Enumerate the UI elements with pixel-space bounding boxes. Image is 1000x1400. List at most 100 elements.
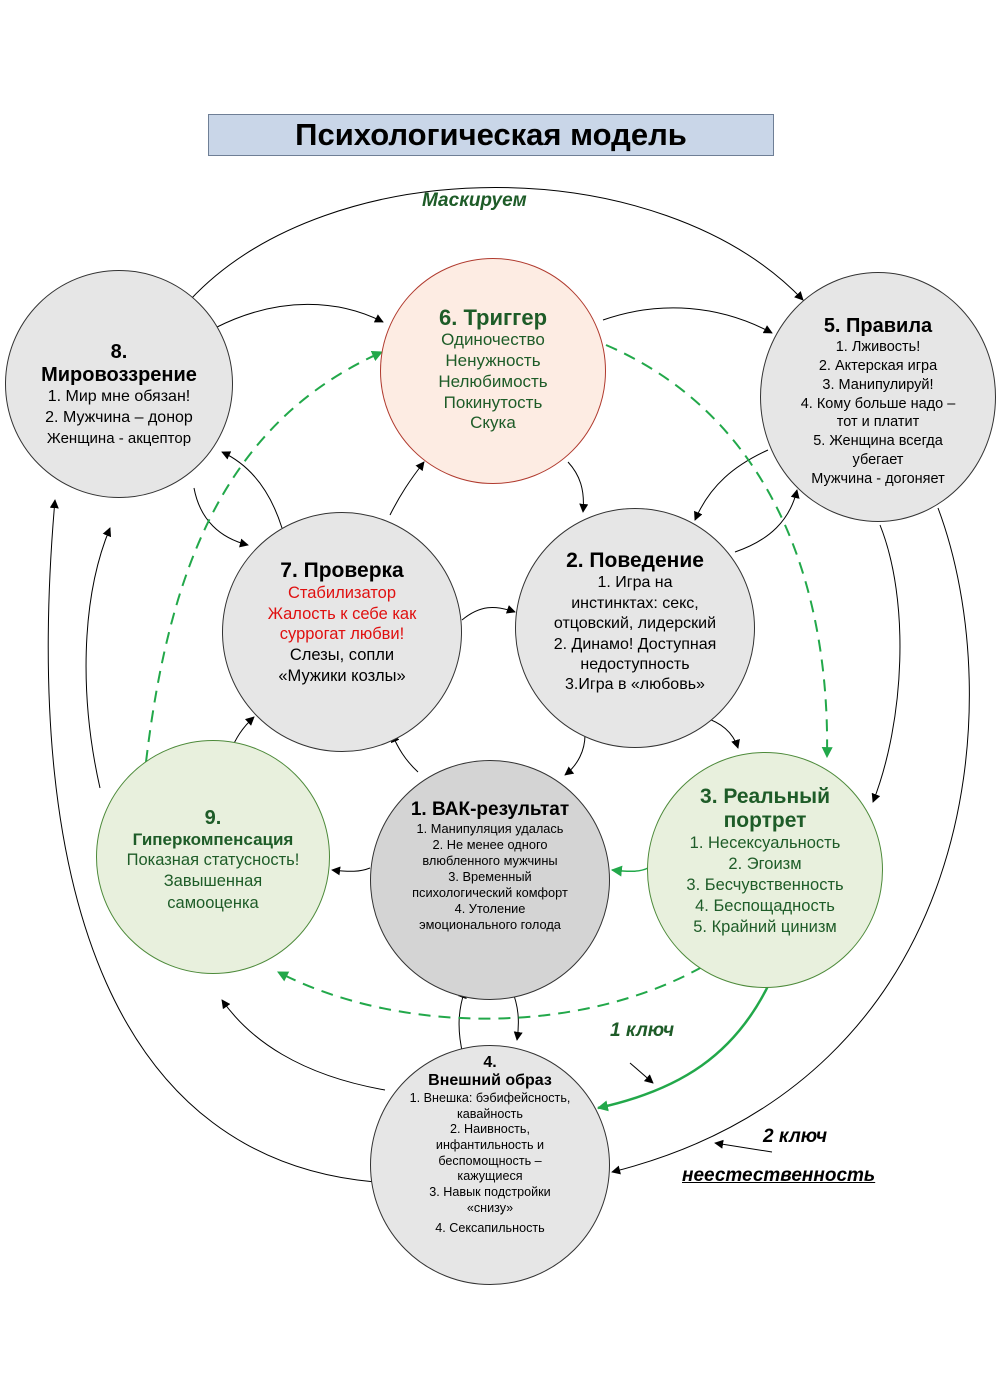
node-external-line: 2. Наивность, <box>450 1122 530 1137</box>
node-rules-line: 1. Лживость! <box>835 339 921 355</box>
node-rules-line: 5. Женщина всегда <box>813 433 943 450</box>
arrow-5-to-4 <box>611 507 970 1175</box>
node-trigger-title: 6. Триггер <box>438 305 548 330</box>
node-behavior-line: отцовский, лидерский <box>553 615 717 633</box>
arrow-7-to-2 <box>461 605 516 621</box>
node-real-portrait: 3. Реальный портрет 1. Несексуальность 2… <box>647 752 883 988</box>
arrow-5-to-3 <box>871 524 901 803</box>
node-vak-line: 4. Утоление <box>454 900 526 916</box>
node-vak-title: 1. ВАК-результат <box>410 799 570 820</box>
node-behavior-line: 3.Игра в «любовь» <box>565 676 705 694</box>
node-behavior-line: инстинктах: секс, <box>571 594 699 612</box>
node-hyper-line: Показная статусность! <box>126 850 300 869</box>
node-rules-line: 4. Кому больше надо – <box>800 395 956 412</box>
arrow-key1 <box>629 1062 654 1084</box>
node-hypercompensation: 9. Гиперкомпенсация Показная статусность… <box>96 740 330 974</box>
node-check-red-line: Стабилизатор <box>287 584 397 603</box>
arrow-1-to-7 <box>391 733 419 773</box>
node-portrait-line: 4. Беспощадность <box>695 897 835 916</box>
node-external-line: кажущиеся <box>457 1169 523 1184</box>
node-portrait-line: 1. Несексуальность <box>689 834 841 853</box>
node-rules-line: 2. Актерская игра <box>818 357 938 374</box>
node-vak-line: эмоционального голода <box>419 916 561 932</box>
arrow-6-to-2 <box>567 461 589 513</box>
node-vak-line: 1. Манипуляция удалась <box>416 820 564 836</box>
node-worldview-line: Женщина - акцептор <box>46 429 192 447</box>
node-check-red-line: суррогат любви! <box>279 625 405 644</box>
node-external-number: 4. <box>483 1054 497 1071</box>
node-portrait-line: 3. Бесчувственность <box>686 876 844 895</box>
label-mask: Маскируем <box>422 190 527 211</box>
green-dashed-6-to-3 <box>605 344 833 759</box>
node-hyper-number: 9. <box>204 807 222 829</box>
label-key1: 1 ключ <box>610 1020 675 1041</box>
node-behavior: 2. Поведение 1. Игра на инстинктах: секс… <box>515 508 755 748</box>
node-vak-line: 2. Не менее одного <box>432 836 548 852</box>
arrow-key2 <box>714 1139 773 1153</box>
arrow-4-to-1 <box>458 989 467 1056</box>
node-external-line: 1. Внешка: бэбифейсность, <box>409 1090 571 1105</box>
node-external-line: 4. Сексапильность <box>435 1220 545 1235</box>
node-trigger-line: Одиночество <box>441 330 545 350</box>
node-rules-title: 5. Правила <box>823 315 933 337</box>
node-external-line: «снизу» <box>466 1200 514 1215</box>
node-behavior-title: 2. Поведение <box>566 549 704 572</box>
arrow-6-to-5 <box>602 307 773 334</box>
node-trigger-line: Покинутость <box>443 392 543 412</box>
node-external-line: беспомощность – <box>438 1153 542 1168</box>
arrow-4-to-9 <box>221 999 386 1091</box>
node-worldview-title: Мировоззрение <box>41 364 197 386</box>
node-portrait-title2: портрет <box>723 809 807 833</box>
green-dashed-9-to-6 <box>145 351 384 763</box>
arrow-2-to-3 <box>704 717 740 749</box>
node-worldview-line: 1. Мир мне обязан! <box>47 388 191 405</box>
node-external-title: Внешний образ <box>428 1072 552 1090</box>
node-check-title: 7. Проверка <box>280 559 404 582</box>
node-portrait-line: 5. Крайний цинизм <box>693 918 837 937</box>
arrow-1-to-9 <box>331 866 371 876</box>
node-external-line: инфантильность и <box>435 1137 545 1152</box>
node-trigger: 6. Триггер Одиночество Ненужность Нелюби… <box>380 258 606 484</box>
node-trigger-line: Нелюбимость <box>438 371 548 391</box>
node-hyper-line: самооценка <box>167 894 259 913</box>
node-check-line: «Мужики козлы» <box>278 666 406 685</box>
node-rules-line: тот и платит <box>836 414 920 431</box>
node-rules-line: Мужчина - догоняет <box>811 470 945 487</box>
node-hyper-line: Завышенная <box>163 872 263 891</box>
node-check: 7. Проверка Стабилизатор Жалость к себе … <box>222 512 462 752</box>
arrow-2-to-1 <box>564 734 586 776</box>
arrow-5-to-2 <box>694 449 769 521</box>
node-trigger-line: Ненужность <box>445 351 541 371</box>
node-behavior-line: недоступность <box>580 656 690 674</box>
label-unnatural: неестественность <box>682 1165 876 1186</box>
arrow-8-to-6 <box>214 303 384 329</box>
node-rules: 5. Правила 1. Лживость! 2. Актерская игр… <box>760 272 996 522</box>
node-vak-line: влюбленного мужчины <box>422 852 558 868</box>
arrow-8-to-5 <box>189 187 804 301</box>
node-external-line: кавайность <box>457 1106 523 1121</box>
node-portrait-title1: 3. Реальный <box>700 785 830 808</box>
arrow-9-to-8 <box>85 527 112 789</box>
arrow-2-to-5 <box>734 489 800 553</box>
node-trigger-line: Скука <box>470 413 516 433</box>
arrow-7-to-6 <box>389 461 425 516</box>
arrow-4-to-8 <box>47 499 376 1183</box>
node-worldview-line: 2. Мужчина – донор <box>45 408 193 426</box>
node-vak-line: психологический комфорт <box>412 884 568 900</box>
node-worldview: 8. Мировоззрение 1. Мир мне обязан! 2. М… <box>5 270 233 498</box>
green-dashed-3-to-9 <box>277 966 703 1020</box>
arrow-7-to-8 <box>221 451 283 529</box>
node-check-line: Слезы, сопли <box>289 646 395 665</box>
node-vak-result: 1. ВАК-результат 1. Манипуляция удалась … <box>370 760 610 1000</box>
green-solid-3-to-4 <box>596 981 772 1112</box>
node-external-image: 4. Внешний образ 1. Внешка: бэбифейсност… <box>370 1045 610 1285</box>
node-external-line: 3. Навык подстройки <box>429 1185 551 1200</box>
green-3-to-1 <box>610 865 649 877</box>
node-rules-line: убегает <box>852 452 904 469</box>
node-behavior-line: 1. Игра на <box>597 574 673 592</box>
node-vak-line: 3. Временный <box>448 868 532 884</box>
label-key2: 2 ключ <box>763 1126 828 1147</box>
arrow-8-to-7 <box>193 487 249 548</box>
node-check-red-line: Жалость к себе как <box>267 604 417 623</box>
